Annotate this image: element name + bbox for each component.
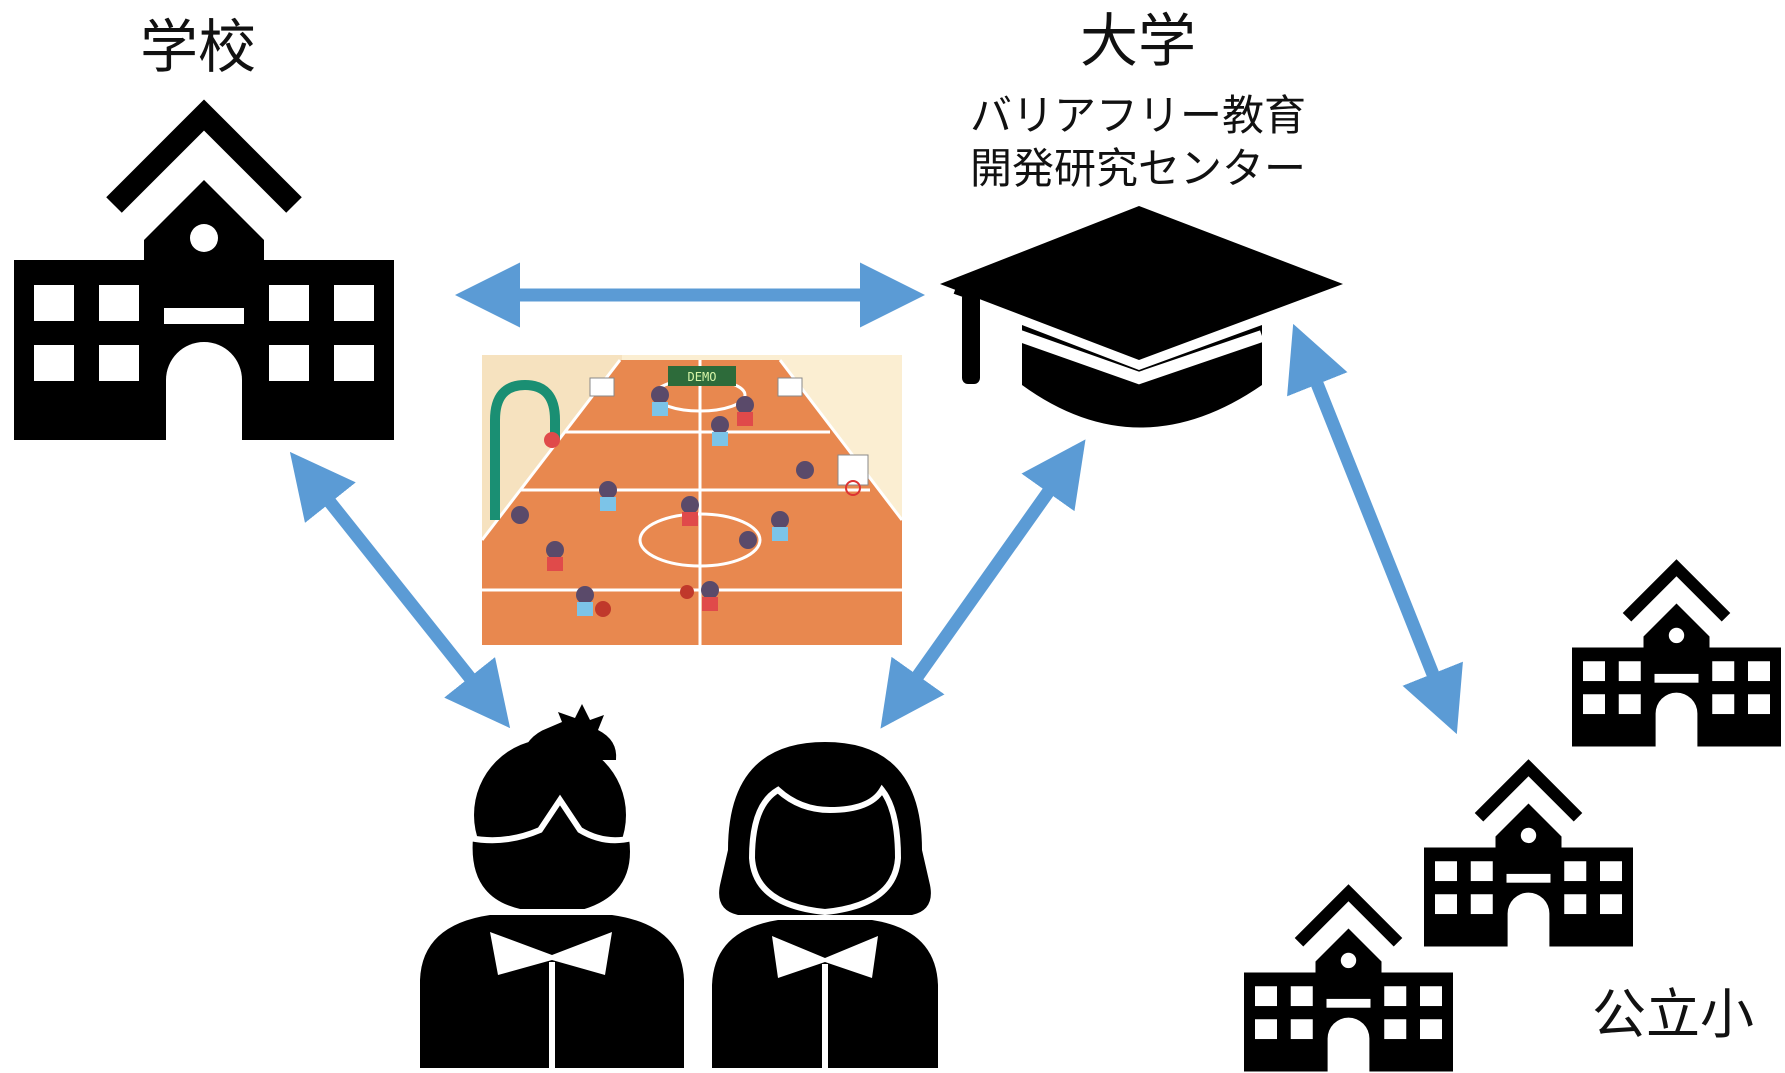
center-name-line-1: バリアフリー教育: [969, 91, 1306, 140]
public-schools-label: 公立小: [1592, 983, 1754, 1046]
wheelchair-basketball-illustration: DEMO: [480, 355, 904, 645]
public-school-icon-2: [1424, 768, 1633, 947]
arrow-school-students: [289, 451, 511, 729]
university-label: 大学: [1080, 7, 1197, 75]
public-school-icon-3: [1244, 893, 1453, 1072]
school-building-icon: [14, 115, 394, 440]
boy-student-icon: [420, 704, 684, 1068]
arrow-university-public-schools: [1287, 323, 1463, 735]
center-name-label: バリアフリー教育 開発研究センター: [948, 90, 1328, 195]
center-name-line-2: 開発研究センター: [969, 143, 1306, 193]
arrow-university-students: [880, 439, 1086, 729]
girl-student-icon: [712, 742, 938, 1068]
school-label: 学校: [140, 13, 257, 81]
public-school-icon-1: [1572, 568, 1781, 747]
graduation-cap-icon: [940, 206, 1343, 428]
scoreboard-text: DEMO: [688, 370, 717, 384]
